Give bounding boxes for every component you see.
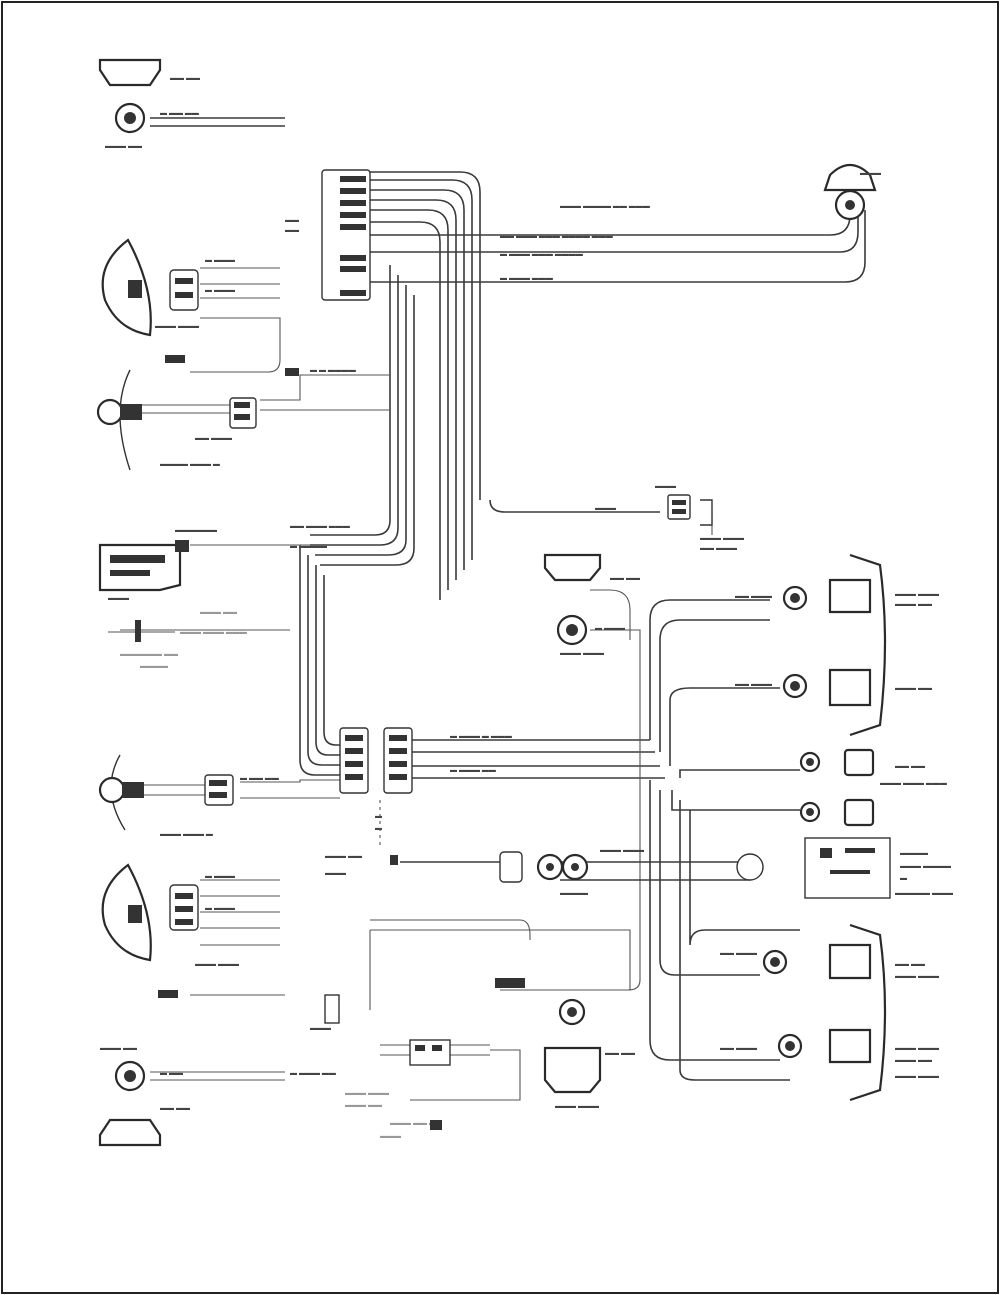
rear-lamp-upper-center: ▬▬ ▬▬ ▬ ▬▬▬ ▬▬▬ ▬▬▬ <box>543 553 640 657</box>
svg-text:▬ ▬▬▬ ▬▬▬ ▬▬▬▬: ▬ ▬▬▬ ▬▬▬ ▬▬▬▬ <box>500 251 583 258</box>
svg-text:▬▬▬ ▬▬▬ ▬▬▬: ▬▬▬ ▬▬▬ ▬▬▬ <box>880 780 947 787</box>
svg-text:▬▬▬ ▬▬▬: ▬▬▬ ▬▬▬ <box>895 591 939 598</box>
svg-text:▬▬▬ ▬▬▬: ▬▬▬ ▬▬▬ <box>195 961 239 968</box>
parking-lamp-lower-left: ▬▬▬ ▬▬▬ ▬ ▬ ▬▬ ▬▬ <box>98 754 279 838</box>
svg-text:▬▬▬ ▬▬▬: ▬▬▬ ▬▬▬ <box>155 323 199 330</box>
svg-text:▬ ▬▬▬: ▬ ▬▬▬ <box>205 287 235 294</box>
svg-text:▬▬▬ ▬▬: ▬▬▬ ▬▬ <box>895 1057 932 1064</box>
svg-text:▬▬▬▬: ▬▬▬▬ <box>140 663 168 670</box>
side-marker-lamp-lower-left: ▬▬▬ ▬▬ ▬ ▬▬ ▬▬ ▬▬ ▬ ▬▬▬ ▬▬ <box>98 1045 336 1147</box>
svg-text:▬▬▬▬▬ ▬▬▬: ▬▬▬▬▬ ▬▬▬ <box>895 890 953 897</box>
svg-text:▬▬▬▬▬▬: ▬▬▬▬▬▬ <box>175 527 217 534</box>
svg-text:▬ ▬▬ ▬▬: ▬ ▬▬ ▬▬ <box>160 110 199 117</box>
headlamp-upper-left: ▬ ▬▬▬ ▬ ▬▬▬ ▬▬▬ ▬▬▬ <box>101 238 235 363</box>
svg-text:▬ ▬▬▬: ▬ ▬▬▬ <box>595 625 625 632</box>
faint-switch-left: ▬▬▬ ▬▬ ▬▬▬ ▬▬▬ ▬▬▬ ▬▬▬▬▬▬ ▬▬ ▬▬▬▬ <box>108 609 247 670</box>
svg-text:▬▬▬ ▬▬ ▬: ▬▬▬ ▬▬ ▬ <box>390 1120 436 1127</box>
side-marker-lamp-upper-left: ▬▬ ▬▬ ▬ ▬▬ ▬▬ ▬▬▬ ▬▬ <box>98 58 200 150</box>
svg-text:▬▬▬ ▬▬: ▬▬▬ ▬▬ <box>200 609 237 616</box>
svg-text:▬ ▬▬▬: ▬ ▬▬▬ <box>205 905 235 912</box>
svg-text:▬▬ ▬▬: ▬▬ ▬▬ <box>170 75 200 82</box>
svg-text:▬ ▬▬▬ ▬▬▬: ▬ ▬▬▬ ▬▬▬ <box>500 275 553 282</box>
svg-text:▬▬▬ ▬▬▬ ▬▬▬: ▬▬▬ ▬▬▬ ▬▬▬ <box>180 629 247 636</box>
svg-text:▬ ▬ ▬▬▬▬: ▬ ▬ ▬▬▬▬ <box>310 367 356 374</box>
svg-text:▬▬ ▬▬: ▬▬ ▬▬ <box>895 763 925 770</box>
svg-text:▬▬▬: ▬▬▬ <box>860 170 881 177</box>
svg-text:▬ ▬▬▬ ▬▬: ▬ ▬▬▬ ▬▬ <box>450 767 496 774</box>
svg-text:▬: ▬ <box>900 875 907 882</box>
svg-text:▬▬▬ ▬▬▬: ▬▬▬ ▬▬▬ <box>700 535 744 542</box>
front-upper-connector-block: ▬▬ ▬▬ <box>285 169 371 301</box>
svg-text:▬▬: ▬▬ <box>285 227 299 234</box>
svg-text:▬▬▬ ▬▬: ▬▬▬ ▬▬ <box>345 1102 382 1109</box>
svg-text:▬▬ ▬▬: ▬▬ ▬▬ <box>160 1105 190 1112</box>
parking-lamp-upper-left: ▬▬ ▬▬▬ ▬▬▬▬ ▬▬▬ ▬ ▬ ▬ ▬▬▬▬ <box>96 367 356 471</box>
svg-text:▬▬ ▬▬▬: ▬▬ ▬▬▬ <box>720 1045 757 1052</box>
svg-text:▬▬▬: ▬▬▬ <box>655 483 676 490</box>
svg-text:▬▬▬▬: ▬▬▬▬ <box>900 850 928 857</box>
headlamp-lower-left: ▬ ▬▬▬ ▬ ▬▬▬ ▬▬▬ ▬▬▬ <box>101 863 239 998</box>
svg-text:▬▬: ▬▬ <box>285 217 299 224</box>
svg-text:▬▬▬: ▬▬▬ <box>380 1133 401 1140</box>
svg-text:▬▬▬ ▬▬▬: ▬▬▬ ▬▬▬ <box>600 847 644 854</box>
svg-text:▬▬▬ ▬▬: ▬▬▬ ▬▬ <box>100 1045 137 1052</box>
svg-text:▬ ▬▬▬: ▬ ▬▬▬ <box>205 873 235 880</box>
svg-text:▬▬ ▬▬▬ ▬▬▬: ▬▬ ▬▬▬ ▬▬▬ <box>290 523 350 530</box>
svg-text:▬▬▬ ▬▬▬▬ ▬▬ ▬▬▬: ▬▬▬ ▬▬▬▬ ▬▬ ▬▬▬ <box>560 203 650 210</box>
svg-text:▬▬▬ ▬▬▬: ▬▬▬ ▬▬▬ <box>345 1090 389 1097</box>
lower-connector-block: ▬ ▬▬▬ ▬ ▬▬▬ ▬ ▬▬▬ ▬▬ ▬ ▬ <box>339 727 512 832</box>
svg-text:▬▬ ▬▬▬ ▬▬▬ ▬▬▬▬ ▬▬▬: ▬▬ ▬▬▬ ▬▬▬ ▬▬▬▬ ▬▬▬ <box>500 233 613 240</box>
left-switch-connector: ▬▬▬▬▬▬ ▬▬▬ ▬▬ ▬▬▬ ▬▬▬ ▬ ▬▬▬▬ <box>98 523 350 602</box>
svg-text:▬▬▬▬▬▬ ▬▬: ▬▬▬▬▬▬ ▬▬ <box>120 651 178 658</box>
svg-text:▬▬ ▬▬: ▬▬ ▬▬ <box>605 1050 635 1057</box>
svg-text:▬▬ ▬▬▬: ▬▬ ▬▬▬ <box>700 545 737 552</box>
svg-text:▬ ▬▬▬ ▬▬: ▬ ▬▬▬ ▬▬ <box>290 1070 336 1077</box>
svg-text:▬▬▬ ▬▬▬: ▬▬▬ ▬▬▬ <box>895 1073 939 1080</box>
svg-text:▬▬▬: ▬▬▬ <box>325 870 346 877</box>
svg-text:▬▬▬ ▬▬: ▬▬▬ ▬▬ <box>105 143 142 150</box>
small-lamp-right-1: ▬▬ ▬▬ ▬▬▬ ▬▬▬ ▬▬▬ <box>799 748 947 787</box>
svg-text:▬ ▬▬▬: ▬ ▬▬▬ <box>205 257 235 264</box>
dome-lamp-upper-right: ▬▬▬ ▬▬▬ ▬▬▬▬ ▬▬ ▬▬▬ ▬▬ ▬▬▬ ▬▬▬ ▬▬▬▬ ▬▬▬ … <box>500 163 881 282</box>
lower-left-connector: ▬▬▬ ▬▬▬ ▬▬▬ ▬▬▬ ▬▬ ▬▬▬ ▬▬ ▬ ▬▬▬ <box>310 994 451 1140</box>
rear-lamp-lower-center: ▬▬ ▬▬ ▬▬▬ ▬▬▬ <box>495 978 635 1110</box>
svg-text:▬▬▬: ▬▬▬ <box>595 505 616 512</box>
svg-text:▬▬ ▬▬: ▬▬ ▬▬ <box>895 961 925 968</box>
svg-text:▬ ▬▬: ▬ ▬▬ <box>160 1070 183 1077</box>
svg-text:▬▬ ▬▬▬: ▬▬ ▬▬▬ <box>735 593 772 600</box>
small-lamp-right-2 <box>799 798 875 827</box>
svg-text:▬: ▬ <box>375 825 382 832</box>
svg-text:▬▬▬ ▬▬▬: ▬▬▬ ▬▬▬ <box>895 1045 939 1052</box>
svg-text:▬▬ ▬▬▬: ▬▬ ▬▬▬ <box>720 950 757 957</box>
svg-text:▬▬▬: ▬▬▬ <box>310 1025 331 1032</box>
svg-text:▬▬▬ ▬▬▬: ▬▬▬ ▬▬▬ <box>895 973 939 980</box>
svg-text:▬▬▬ ▬▬▬: ▬▬▬ ▬▬▬ <box>555 1103 599 1110</box>
svg-text:▬▬▬▬ ▬▬▬ ▬: ▬▬▬▬ ▬▬▬ ▬ <box>160 461 220 468</box>
flasher-unit-box: ▬▬▬▬ ▬▬▬ ▬▬▬▬ ▬ ▬▬▬▬▬ ▬▬▬ <box>804 837 953 899</box>
svg-text:▬▬▬ ▬▬: ▬▬▬ ▬▬ <box>895 601 932 608</box>
svg-text:▬ ▬▬▬▬: ▬ ▬▬▬▬ <box>290 543 327 550</box>
svg-text:▬ ▬▬ ▬▬: ▬ ▬▬ ▬▬ <box>240 775 279 782</box>
svg-text:▬▬▬ ▬▬▬: ▬▬▬ ▬▬▬ <box>560 650 604 657</box>
svg-text:▬▬ ▬▬▬: ▬▬ ▬▬▬ <box>195 435 232 442</box>
svg-text:▬▬ ▬▬: ▬▬ ▬▬ <box>610 575 640 582</box>
lower-center-lamps: ▬▬▬ ▬▬▬ ▬▬▬▬ ▬▬▬ ▬▬ ▬▬▬ <box>325 847 764 897</box>
svg-text:▬▬ ▬▬▬: ▬▬ ▬▬▬ <box>735 681 772 688</box>
wire-harness <box>120 117 866 1101</box>
svg-text:▬▬▬: ▬▬▬ <box>108 595 129 602</box>
svg-text:▬▬▬▬: ▬▬▬▬ <box>560 890 588 897</box>
svg-text:▬▬▬ ▬▬▬▬: ▬▬▬ ▬▬▬▬ <box>900 863 951 870</box>
svg-text:▬▬▬ ▬▬▬ ▬: ▬▬▬ ▬▬▬ ▬ <box>160 831 213 838</box>
backup-lamp-lower-right: ▬▬ ▬▬ ▬▬▬ ▬▬▬ ▬▬▬ ▬▬▬ ▬▬▬ ▬▬ ▬▬▬ ▬▬▬ ▬▬ … <box>720 923 939 1102</box>
tail-lamp-upper-right: ▬▬▬ ▬▬▬ ▬▬▬ ▬▬ ▬▬▬ ▬▬ ▬▬ ▬▬▬ ▬▬ ▬▬▬ <box>735 553 939 737</box>
svg-text:▬▬▬ ▬▬: ▬▬▬ ▬▬ <box>895 685 932 692</box>
svg-text:▬▬▬ ▬▬: ▬▬▬ ▬▬ <box>325 853 362 860</box>
svg-text:▬ ▬▬▬ ▬ ▬▬▬: ▬ ▬▬▬ ▬ ▬▬▬ <box>450 733 512 740</box>
svg-text:▬: ▬ <box>375 813 382 820</box>
center-connector: ▬▬▬ ▬▬▬ ▬▬▬ ▬▬▬ ▬▬ ▬▬▬ <box>595 483 744 552</box>
